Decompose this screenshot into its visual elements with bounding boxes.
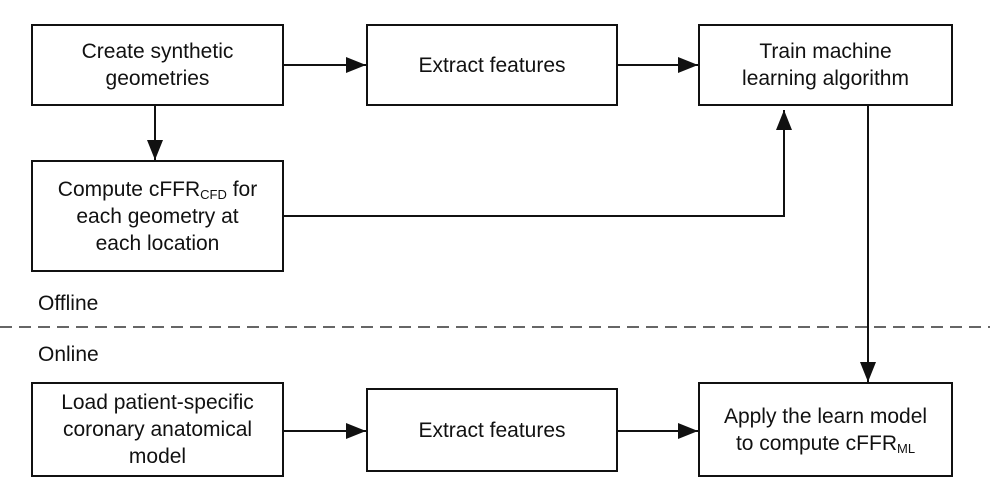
node-load-patient-line1: Load patient-specific xyxy=(61,391,254,414)
node-compute-cffr-cfd-subscript: CFD xyxy=(200,186,227,202)
node-load-patient: Load patient-specific coronary anatomica… xyxy=(31,382,284,477)
node-compute-cffr-cfd-line1: Compute cFFRCFD for xyxy=(58,176,257,203)
node-compute-cffr-cfd-line2: each geometry at xyxy=(76,204,239,228)
node-apply-model-line1: Apply the learn model xyxy=(723,404,928,428)
online-label: Online xyxy=(38,343,99,366)
node-create-geometries-line2: geometries xyxy=(105,67,210,90)
node-create-geometries: Create synthetic geometries xyxy=(31,24,284,106)
node-extract-features-top: Extract features xyxy=(366,24,618,106)
offline-label: Offline xyxy=(38,292,99,315)
node-extract-features-top-label: Extract features xyxy=(418,53,566,77)
edge-compute-to-train xyxy=(284,110,792,217)
node-apply-model-main: to compute cFFR xyxy=(735,431,897,455)
node-compute-cffr-cfd-tail: for xyxy=(226,177,258,201)
node-extract-features-bottom-label: Extract features xyxy=(418,418,566,442)
node-compute-cffr-cfd-line3: each location xyxy=(95,231,220,255)
node-extract-features-bottom: Extract features xyxy=(366,388,618,472)
node-train-ml-line2: learning algorithm xyxy=(742,67,909,90)
node-create-geometries-line1: Create synthetic xyxy=(81,40,234,63)
node-apply-model: Apply the learn model to compute cFFRML xyxy=(698,382,953,477)
node-load-patient-line2: coronary anatomical xyxy=(62,418,253,441)
node-load-patient-line3: model xyxy=(128,445,187,468)
node-train-ml: Train machine learning algorithm xyxy=(698,24,953,106)
node-compute-cffr-cfd: Compute cFFRCFD for each geometry at eac… xyxy=(31,160,284,272)
node-compute-cffr-cfd-main: Compute cFFR xyxy=(57,177,201,201)
node-apply-model-subscript: ML xyxy=(897,440,916,456)
node-train-ml-line1: Train machine xyxy=(759,40,892,63)
node-apply-model-line2: to compute cFFRML xyxy=(724,430,927,457)
